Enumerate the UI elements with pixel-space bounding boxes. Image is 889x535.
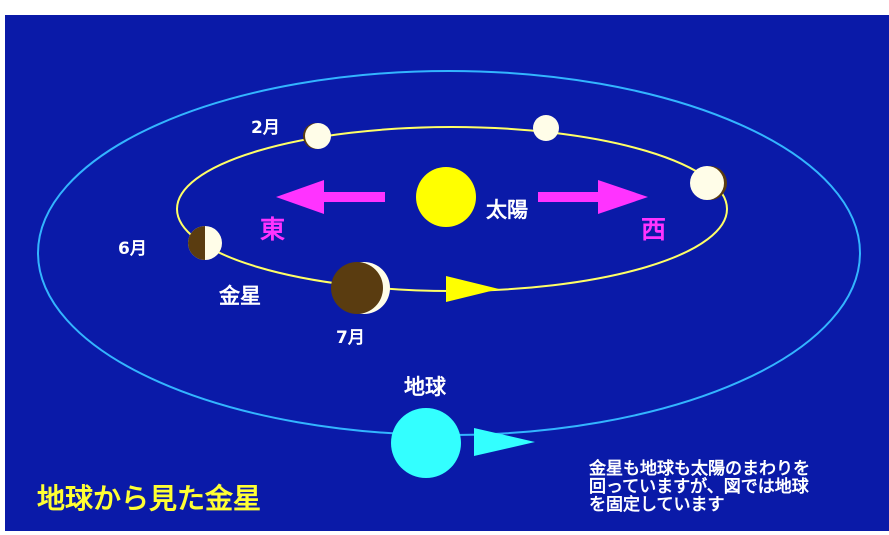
west-arrow (538, 180, 648, 214)
venus-right (690, 166, 727, 200)
venus-june (188, 226, 222, 260)
east-label: 東 (260, 215, 286, 244)
diagram-title: 地球から見た金星 (37, 482, 262, 515)
month-february-label: 2月 (251, 118, 280, 138)
venus-february (303, 123, 331, 149)
month-july-label: 7月 (336, 328, 365, 348)
earth (391, 408, 461, 478)
earth-direction-arrow (474, 428, 535, 456)
earth-label: 地球 (404, 375, 446, 399)
explanatory-note: 金星も地球も太陽のまわりを 回っていますが、図では地球 を固定しています (589, 459, 810, 515)
east-arrow (276, 180, 385, 214)
venus-july (331, 262, 390, 314)
venus-orbit-direction-arrow (446, 276, 499, 302)
west-label: 西 (641, 215, 667, 244)
venus-top (533, 115, 559, 141)
sun-label: 太陽 (486, 198, 528, 222)
month-june-label: 6月 (118, 239, 147, 259)
sun (416, 167, 476, 227)
venus-label: 金星 (219, 284, 261, 308)
